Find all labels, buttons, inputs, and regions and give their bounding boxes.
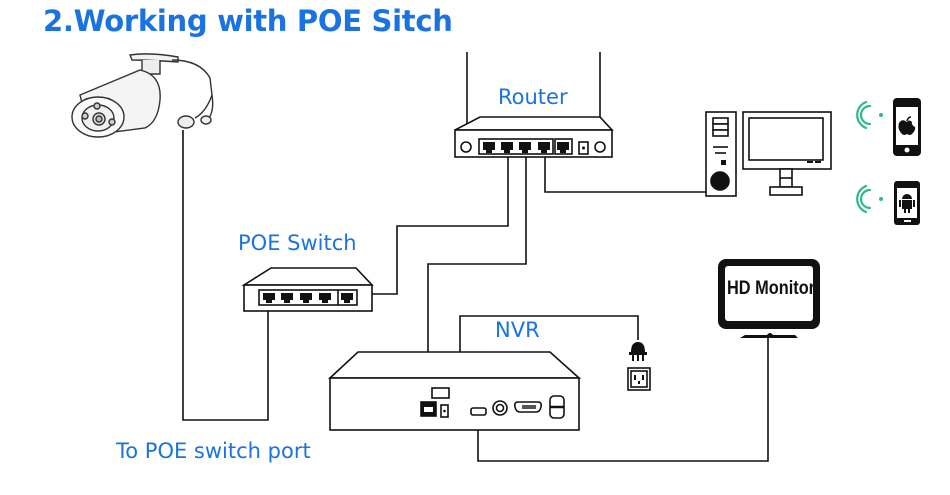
switch-uplink-port bbox=[341, 293, 353, 303]
android-phone-icon bbox=[894, 181, 920, 225]
router-icon bbox=[454, 52, 614, 158]
hd-monitor-label: HD Monitor bbox=[727, 278, 816, 299]
router-ports bbox=[483, 142, 569, 153]
apple-phone-icon bbox=[893, 98, 921, 156]
poe-switch-label: POE Switch bbox=[238, 231, 357, 255]
switch-port-3 bbox=[300, 293, 312, 303]
nvr-label: NVR bbox=[495, 318, 540, 342]
page-title: 2.Working with POE Sitch bbox=[43, 4, 453, 38]
cable-camera-to-switch bbox=[182, 130, 269, 421]
wifi-icon-android bbox=[856, 184, 883, 214]
router-port-3 bbox=[519, 142, 531, 153]
router-port-2 bbox=[501, 142, 513, 153]
wifi-icon-iphone bbox=[856, 100, 883, 130]
nvr-hdmi-port bbox=[470, 407, 487, 416]
power-plug-icon bbox=[629, 342, 647, 361]
router-port-1 bbox=[483, 142, 495, 153]
wall-outlet-icon bbox=[627, 367, 651, 391]
monitor-icon bbox=[718, 259, 820, 338]
poe-switch-ports bbox=[263, 293, 353, 303]
switch-port-1 bbox=[263, 293, 275, 303]
nvr-icon bbox=[327, 351, 582, 431]
router-port-4 bbox=[538, 142, 550, 153]
cable-nvr-to-monitor bbox=[477, 338, 769, 462]
router-label: Router bbox=[498, 85, 568, 109]
poe-switch-icon bbox=[241, 267, 374, 312]
cable-router-to-nvr bbox=[427, 157, 527, 405]
desktop-computer-icon bbox=[705, 111, 832, 197]
poe-port-label: To POE switch port bbox=[116, 439, 311, 463]
cable-router-to-pc bbox=[544, 157, 712, 193]
router-wan-port bbox=[557, 142, 569, 153]
switch-port-2 bbox=[281, 293, 293, 303]
cable-switch-to-router bbox=[372, 157, 509, 295]
switch-port-4 bbox=[319, 293, 331, 303]
bullet-camera-icon bbox=[71, 53, 214, 138]
